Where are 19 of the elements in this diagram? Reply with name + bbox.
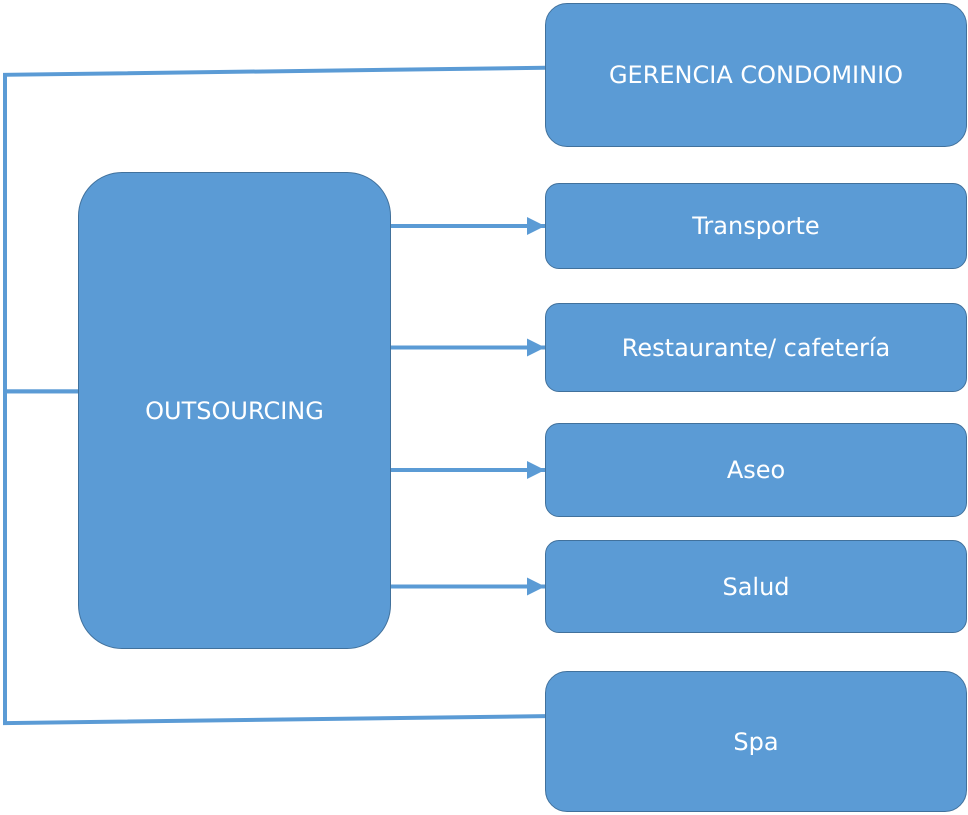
process-box [545, 671, 967, 812]
arrow [391, 461, 545, 479]
box-label: Spa [732, 728, 780, 756]
process-box [78, 172, 391, 649]
connector-line [3, 389, 546, 726]
arrow [391, 338, 545, 356]
process-box [545, 303, 967, 392]
process-box [545, 3, 967, 147]
arrow [391, 578, 545, 596]
box-label: Aseo [726, 456, 786, 484]
process-box [545, 423, 967, 517]
box-label: OUTSOURCING [144, 396, 325, 424]
box-label: Transporte [691, 212, 821, 240]
arrow [391, 217, 545, 235]
process-box [545, 540, 967, 633]
box-label: GERENCIA CONDOMINIO [608, 61, 904, 89]
box-label: Restaurante/ cafetería [620, 334, 892, 362]
process-box [545, 183, 967, 269]
box-label: Salud [721, 572, 791, 600]
